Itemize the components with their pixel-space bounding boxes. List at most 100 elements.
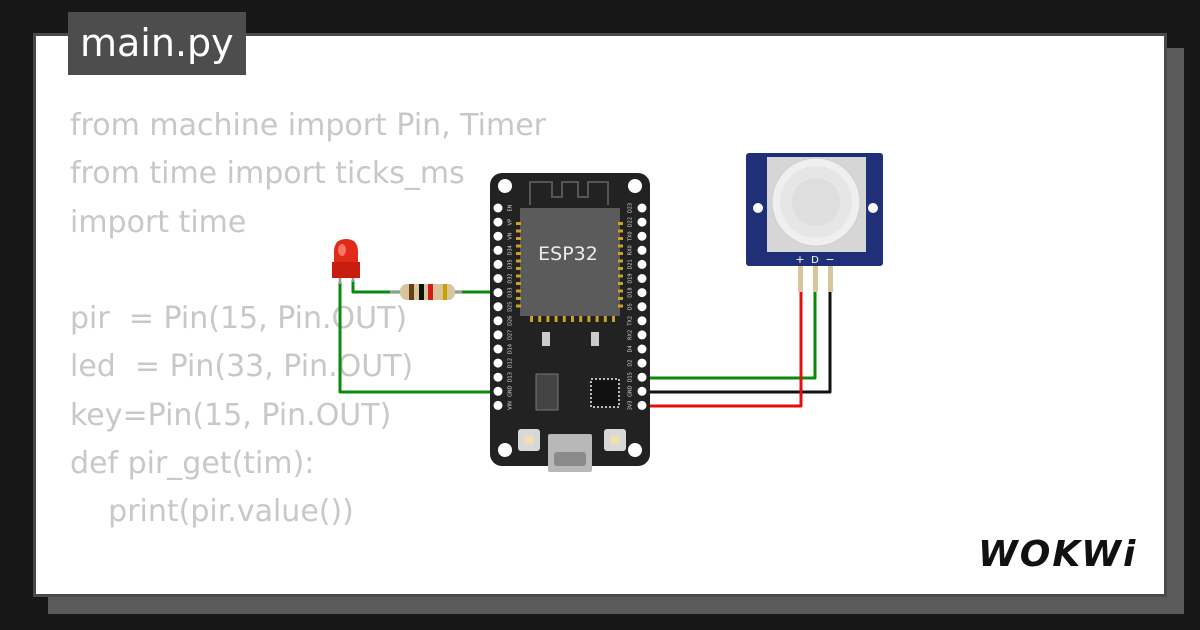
file-tab[interactable]: main.py xyxy=(68,12,246,75)
wire-led-gnd[interactable] xyxy=(338,282,498,394)
pir-pin-label-gnd: − xyxy=(825,253,834,266)
esp32-pin-left[interactable] xyxy=(493,344,503,354)
pir-pin-label-data: D xyxy=(811,255,819,266)
esp32-pin-right[interactable] xyxy=(637,259,647,269)
module-pad xyxy=(516,222,521,225)
esp32-pin-label: RX0 xyxy=(628,245,634,255)
esp32-pin-label: D12 xyxy=(508,358,514,368)
pir-pin-label-vcc: + xyxy=(795,253,804,266)
esp32-pin-right[interactable] xyxy=(637,358,647,368)
code-line: def pir_get(tim): xyxy=(70,446,315,482)
esp32-pin-label: RX2 xyxy=(628,330,634,340)
esp32-pin-left[interactable] xyxy=(493,288,503,298)
esp32-pin-label: D14 xyxy=(508,344,514,354)
module-pad xyxy=(516,252,521,255)
esp32-pin-label: GND xyxy=(508,385,514,397)
red-led[interactable] xyxy=(332,239,360,284)
esp32-pin-right[interactable] xyxy=(637,302,647,312)
esp32-pin-label: D26 xyxy=(508,316,514,326)
esp32-pin-left[interactable] xyxy=(493,372,503,382)
module-pad xyxy=(618,267,623,270)
esp32-pin-label: D4 xyxy=(628,345,634,352)
module-pad xyxy=(530,316,533,322)
esp32-pin-label: VP xyxy=(508,219,514,225)
code-line: tim = Timer(0) xyxy=(70,585,546,594)
wire-pir-data[interactable] xyxy=(642,290,817,380)
esp32-pin-right[interactable] xyxy=(637,274,647,283)
esp32-pin-left[interactable] xyxy=(493,358,503,368)
code-line: key=Pin(15, Pin.OUT) xyxy=(70,397,392,433)
module-pad xyxy=(618,282,623,285)
esp32-pin-left[interactable] xyxy=(493,203,503,213)
module-pad xyxy=(546,316,550,322)
esp32-pin-label: D19 xyxy=(628,273,634,283)
esp32-pin-right[interactable] xyxy=(637,372,647,382)
esp32-pin-right[interactable] xyxy=(637,386,647,396)
module-pad xyxy=(516,259,521,263)
code-line: pir = Pin(15, Pin.OUT) xyxy=(70,301,408,337)
esp32-pin-left[interactable] xyxy=(493,302,503,312)
esp32-pin-right[interactable] xyxy=(637,245,647,255)
esp32-pin-label: D5 xyxy=(628,303,634,310)
esp32-pin-label: VN xyxy=(508,232,514,239)
esp32-pin-left[interactable] xyxy=(493,231,503,241)
esp32-board[interactable]: ESP32 ENVPVND34D35D32D33D25D26D27D14D12D… xyxy=(490,173,650,472)
esp32-pin-label: D15 xyxy=(628,372,634,382)
esp32-pin-left[interactable] xyxy=(493,274,503,283)
esp32-pin-label: 3V3 xyxy=(628,401,634,411)
wokwi-logo[interactable]: WOKWi xyxy=(975,528,1150,578)
module-pad xyxy=(618,289,623,293)
esp32-pin-label: D33 xyxy=(508,287,514,297)
esp32-pin-label: GND xyxy=(628,385,634,397)
esp32-pin-left[interactable] xyxy=(493,245,503,255)
wire-pir-gnd[interactable] xyxy=(642,290,832,394)
esp32-pin-left[interactable] xyxy=(493,217,503,227)
esp32-pin-right[interactable] xyxy=(637,316,647,326)
esp32-pin-right[interactable] xyxy=(637,330,647,340)
module-pad xyxy=(516,297,521,300)
esp32-pin-right[interactable] xyxy=(637,217,647,227)
esp32-pin-label: D35 xyxy=(508,259,514,269)
esp32-pin-label: D23 xyxy=(628,203,634,213)
esp32-pin-right[interactable] xyxy=(637,400,647,410)
esp32-pins: ENVPVND34D35D32D33D25D26D27D14D12D13GNDV… xyxy=(493,203,647,411)
esp32-pin-label: D22 xyxy=(628,217,634,227)
module-pad xyxy=(587,316,591,322)
esp32-pin-label: D21 xyxy=(628,259,634,269)
wokwi-logo-text: WOKWi xyxy=(978,534,1137,575)
esp32-pin-left[interactable] xyxy=(493,330,503,340)
module-pad xyxy=(579,316,583,322)
esp32-pin-right[interactable] xyxy=(637,203,647,213)
module-pad xyxy=(516,289,521,293)
pir-sensor[interactable]: + D − xyxy=(746,153,883,292)
module-pad xyxy=(595,316,599,322)
module-pad xyxy=(618,252,623,255)
module-pad xyxy=(516,267,521,270)
wire-led-cathode[interactable] xyxy=(351,280,400,294)
module-pad xyxy=(562,316,566,322)
esp32-pin-left[interactable] xyxy=(493,316,503,326)
module-pad xyxy=(516,282,521,285)
esp32-label: ESP32 xyxy=(538,243,598,265)
esp32-pin-label: D13 xyxy=(508,372,514,382)
esp32-pin-left[interactable] xyxy=(493,400,503,410)
module-pad xyxy=(516,229,521,233)
module-pad xyxy=(618,244,623,248)
esp32-pin-left[interactable] xyxy=(493,386,503,396)
module-pad xyxy=(618,222,623,225)
module-pad xyxy=(618,259,623,263)
esp32-pin-label: D34 xyxy=(508,245,514,255)
code-line: led = Pin(33, Pin.OUT) xyxy=(70,349,414,385)
esp32-pin-right[interactable] xyxy=(637,288,647,298)
module-pad xyxy=(516,244,521,248)
module-pad xyxy=(516,274,521,278)
wire-pir-vcc[interactable] xyxy=(642,290,803,408)
module-pad xyxy=(516,304,521,308)
esp32-pin-right[interactable] xyxy=(637,231,647,241)
resistor[interactable] xyxy=(390,284,462,300)
wires xyxy=(338,280,832,408)
esp32-pin-label: D18 xyxy=(628,287,634,297)
esp32-pin-right[interactable] xyxy=(637,344,647,354)
esp32-pin-left[interactable] xyxy=(493,259,503,269)
